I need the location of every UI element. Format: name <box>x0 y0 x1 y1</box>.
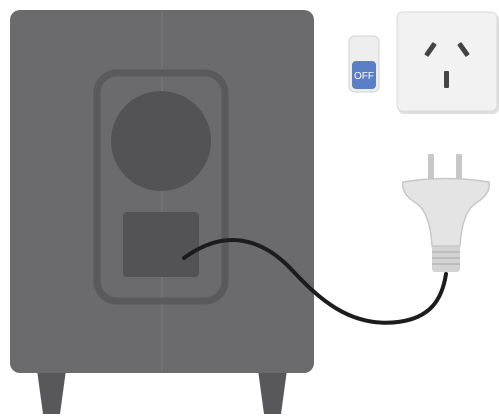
speaker-foot-right <box>258 370 287 414</box>
power-switch[interactable]: OFF <box>349 36 379 92</box>
speaker-foot-left <box>37 370 66 414</box>
speaker-subwoofer-icon <box>10 10 314 414</box>
switch-state-label: OFF <box>354 71 374 82</box>
socket-plate <box>397 12 497 111</box>
plug-body <box>403 179 489 247</box>
wall-socket-icon <box>397 12 499 114</box>
speaker-driver-cone <box>111 91 211 191</box>
socket-hole-earth <box>444 71 449 88</box>
speaker-input-panel <box>123 212 199 277</box>
power-plug-icon <box>403 154 489 272</box>
